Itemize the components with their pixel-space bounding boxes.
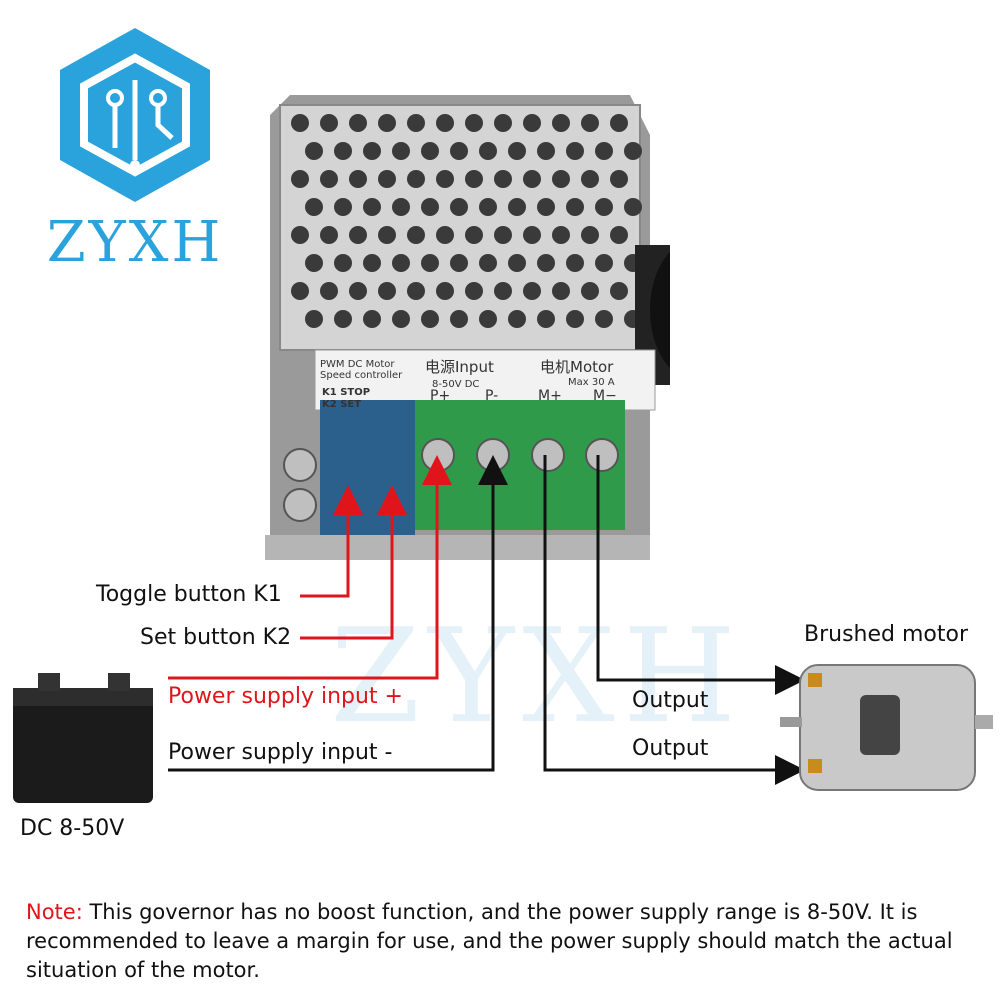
- wire-m-minus: [596, 455, 805, 695]
- note-text: This governor has no boost function, and…: [26, 900, 953, 982]
- toggle-button-label: Toggle button K1: [96, 582, 282, 607]
- wire-p-minus: [168, 455, 508, 772]
- wire-p-plus: [168, 455, 452, 680]
- terminal-m-minus: M−: [593, 388, 617, 404]
- output-label-1: Output: [632, 688, 709, 713]
- pwm-controller-illustration: PWM DC Motor Speed controller K1 STOP K2…: [265, 95, 670, 560]
- power-plus-label: Power supply input +: [168, 684, 403, 709]
- note-paragraph: Note: This governor has no boost functio…: [26, 898, 986, 985]
- wire-k1: [300, 485, 363, 598]
- plate-input-voltage: 8-50V DC: [432, 379, 479, 390]
- battery-icon: [13, 673, 153, 803]
- logo-brand-text: ZYXH: [46, 210, 224, 275]
- plate-motor-current: Max 30 A: [568, 377, 615, 388]
- wire-m-plus: [543, 455, 805, 785]
- plate-motor-title: 电机Motor: [540, 358, 614, 376]
- plate-input-title: 电源Input: [425, 358, 494, 376]
- plate-model-line1: PWM DC Motor: [320, 359, 395, 370]
- output-label-2: Output: [632, 736, 709, 761]
- terminal-m-plus: M+: [538, 388, 562, 404]
- wire-k2: [300, 485, 407, 640]
- plate-k1: K1 STOP: [322, 387, 370, 398]
- motor-title: Brushed motor: [804, 622, 969, 647]
- brushed-motor-icon: [780, 664, 993, 791]
- brand-logo: ZYXH: [40, 20, 230, 290]
- terminal-p-plus: P+: [430, 388, 450, 404]
- set-button-label: Set button K2: [140, 625, 292, 650]
- power-minus-label: Power supply input -: [168, 740, 393, 765]
- terminal-p-minus: P-: [485, 388, 498, 404]
- battery-voltage-label: DC 8-50V: [20, 816, 125, 841]
- plate-model-line2: Speed controller: [320, 370, 403, 381]
- note-prefix: Note:: [26, 900, 83, 924]
- hexagon-circuit-icon: [60, 28, 210, 202]
- plate-k2: K2 SET: [322, 399, 361, 410]
- watermark: ZYXH: [330, 600, 745, 752]
